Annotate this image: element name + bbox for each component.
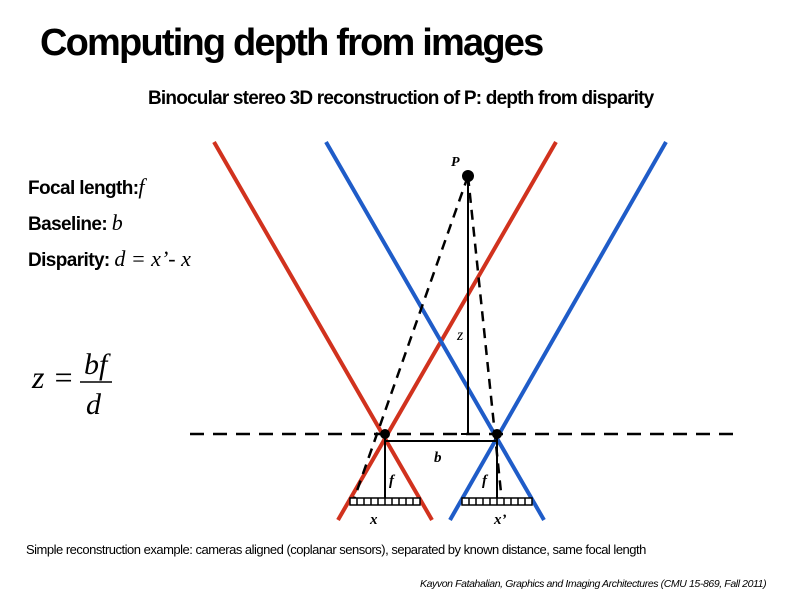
right-camera-ray-right xyxy=(448,141,668,521)
right-camera-center xyxy=(492,429,502,439)
slide-credit: Kayvon Fatahalian, Graphics and Imaging … xyxy=(420,578,767,590)
depth-z-label: z xyxy=(456,327,464,344)
left-camera-ray-right xyxy=(336,141,558,521)
disparity-expression: d = x’- x xyxy=(114,246,191,271)
baseline-symbol: b xyxy=(111,210,123,235)
slide-caption: Simple reconstruction example: cameras a… xyxy=(26,542,646,557)
slide-title: Computing depth from images xyxy=(40,22,544,64)
formula-lhs: z = xyxy=(31,359,74,395)
projection-ray-left xyxy=(351,175,470,503)
formula-numerator: bf xyxy=(84,348,111,381)
focal-f-label-left: f xyxy=(389,473,396,489)
point-p-label: P xyxy=(451,155,460,170)
formula-denominator: d xyxy=(86,388,102,421)
left-image-sensor xyxy=(349,497,421,506)
right-image-sensor xyxy=(461,497,533,506)
baseline-label: Baseline: xyxy=(28,214,108,235)
disparity-label: Disparity: xyxy=(28,250,110,271)
focal-length-symbol: f xyxy=(138,174,145,199)
definition-focal-length: Focal length:f xyxy=(28,174,145,200)
depth-formula: z = bf d xyxy=(31,348,112,421)
point-p-marker xyxy=(462,170,474,182)
right-camera-ray-left xyxy=(324,141,546,521)
image-x-prime-label-right: x’ xyxy=(493,512,507,528)
image-x-label-left: x xyxy=(369,512,378,528)
focal-f-label-right: f xyxy=(482,473,489,489)
left-camera-center xyxy=(380,429,390,439)
definition-disparity: Disparity: d = x’- x xyxy=(28,246,191,272)
left-camera-ray-left xyxy=(212,141,434,521)
focal-length-label: Focal length: xyxy=(28,178,139,199)
baseline-b-label: b xyxy=(434,450,442,466)
definition-baseline: Baseline: b xyxy=(28,210,123,236)
slide-subtitle: Binocular stereo 3D reconstruction of P:… xyxy=(148,88,654,109)
